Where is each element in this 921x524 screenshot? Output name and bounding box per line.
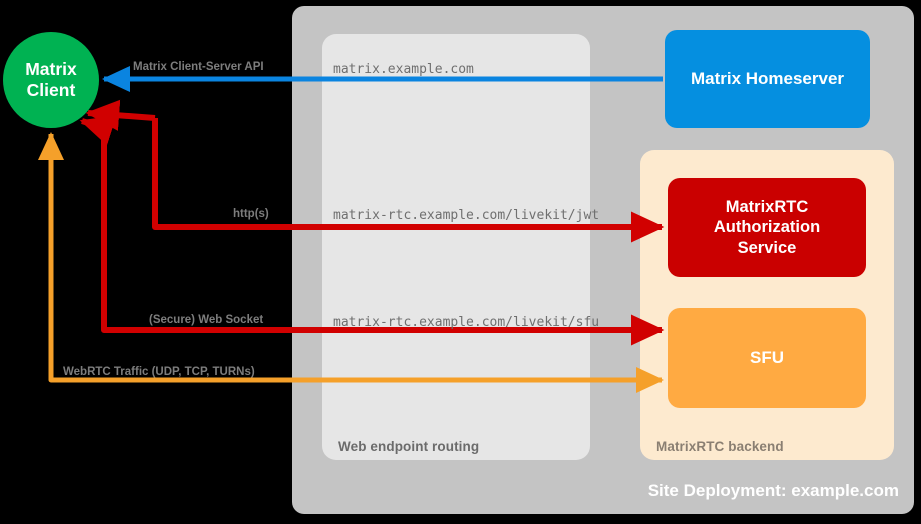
- endpoint-livekit-sfu: matrix-rtc.example.com/livekit/sfu: [333, 315, 600, 330]
- caption-site-deployment: Site Deployment: example.com: [647, 481, 899, 500]
- caption-matrixrtc-backend: MatrixRTC backend: [656, 439, 784, 454]
- matrix-client-label-line1: Matrix: [25, 58, 77, 79]
- auth-service-label-line2: Authorization: [713, 218, 821, 237]
- node-matrixrtc-authorization-service[interactable]: MatrixRTC Authorization Service: [668, 178, 866, 277]
- endpoint-livekit-jwt: matrix-rtc.example.com/livekit/jwt: [333, 208, 600, 223]
- edge-websocket-return: [79, 115, 117, 146]
- node-sfu[interactable]: SFU: [668, 308, 866, 408]
- web-endpoint-routing-container: [322, 34, 590, 460]
- edge-label-https: http(s): [233, 208, 269, 220]
- endpoint-matrix-example-com: matrix.example.com: [333, 62, 474, 77]
- sfu-label: SFU: [750, 347, 784, 367]
- matrix-client-label-line2: Client: [26, 80, 76, 100]
- edge-jwt-return: [85, 99, 156, 131]
- node-matrix-client[interactable]: Matrix Client: [3, 32, 99, 128]
- matrix-homeserver-label: Matrix Homeserver: [690, 68, 845, 88]
- auth-service-label-line3: Service: [737, 238, 797, 257]
- caption-web-endpoint-routing: Web endpoint routing: [338, 439, 480, 454]
- edge-label-webrtc-traffic: WebRTC Traffic (UDP, TCP, TURNs): [63, 366, 255, 378]
- edge-label-matrix-client-server-api: Matrix Client-Server API: [133, 61, 264, 73]
- auth-service-label-line1: MatrixRTC: [725, 198, 809, 217]
- edge-label-secure-web-socket: (Secure) Web Socket: [149, 314, 264, 326]
- node-matrix-homeserver[interactable]: Matrix Homeserver: [665, 30, 870, 128]
